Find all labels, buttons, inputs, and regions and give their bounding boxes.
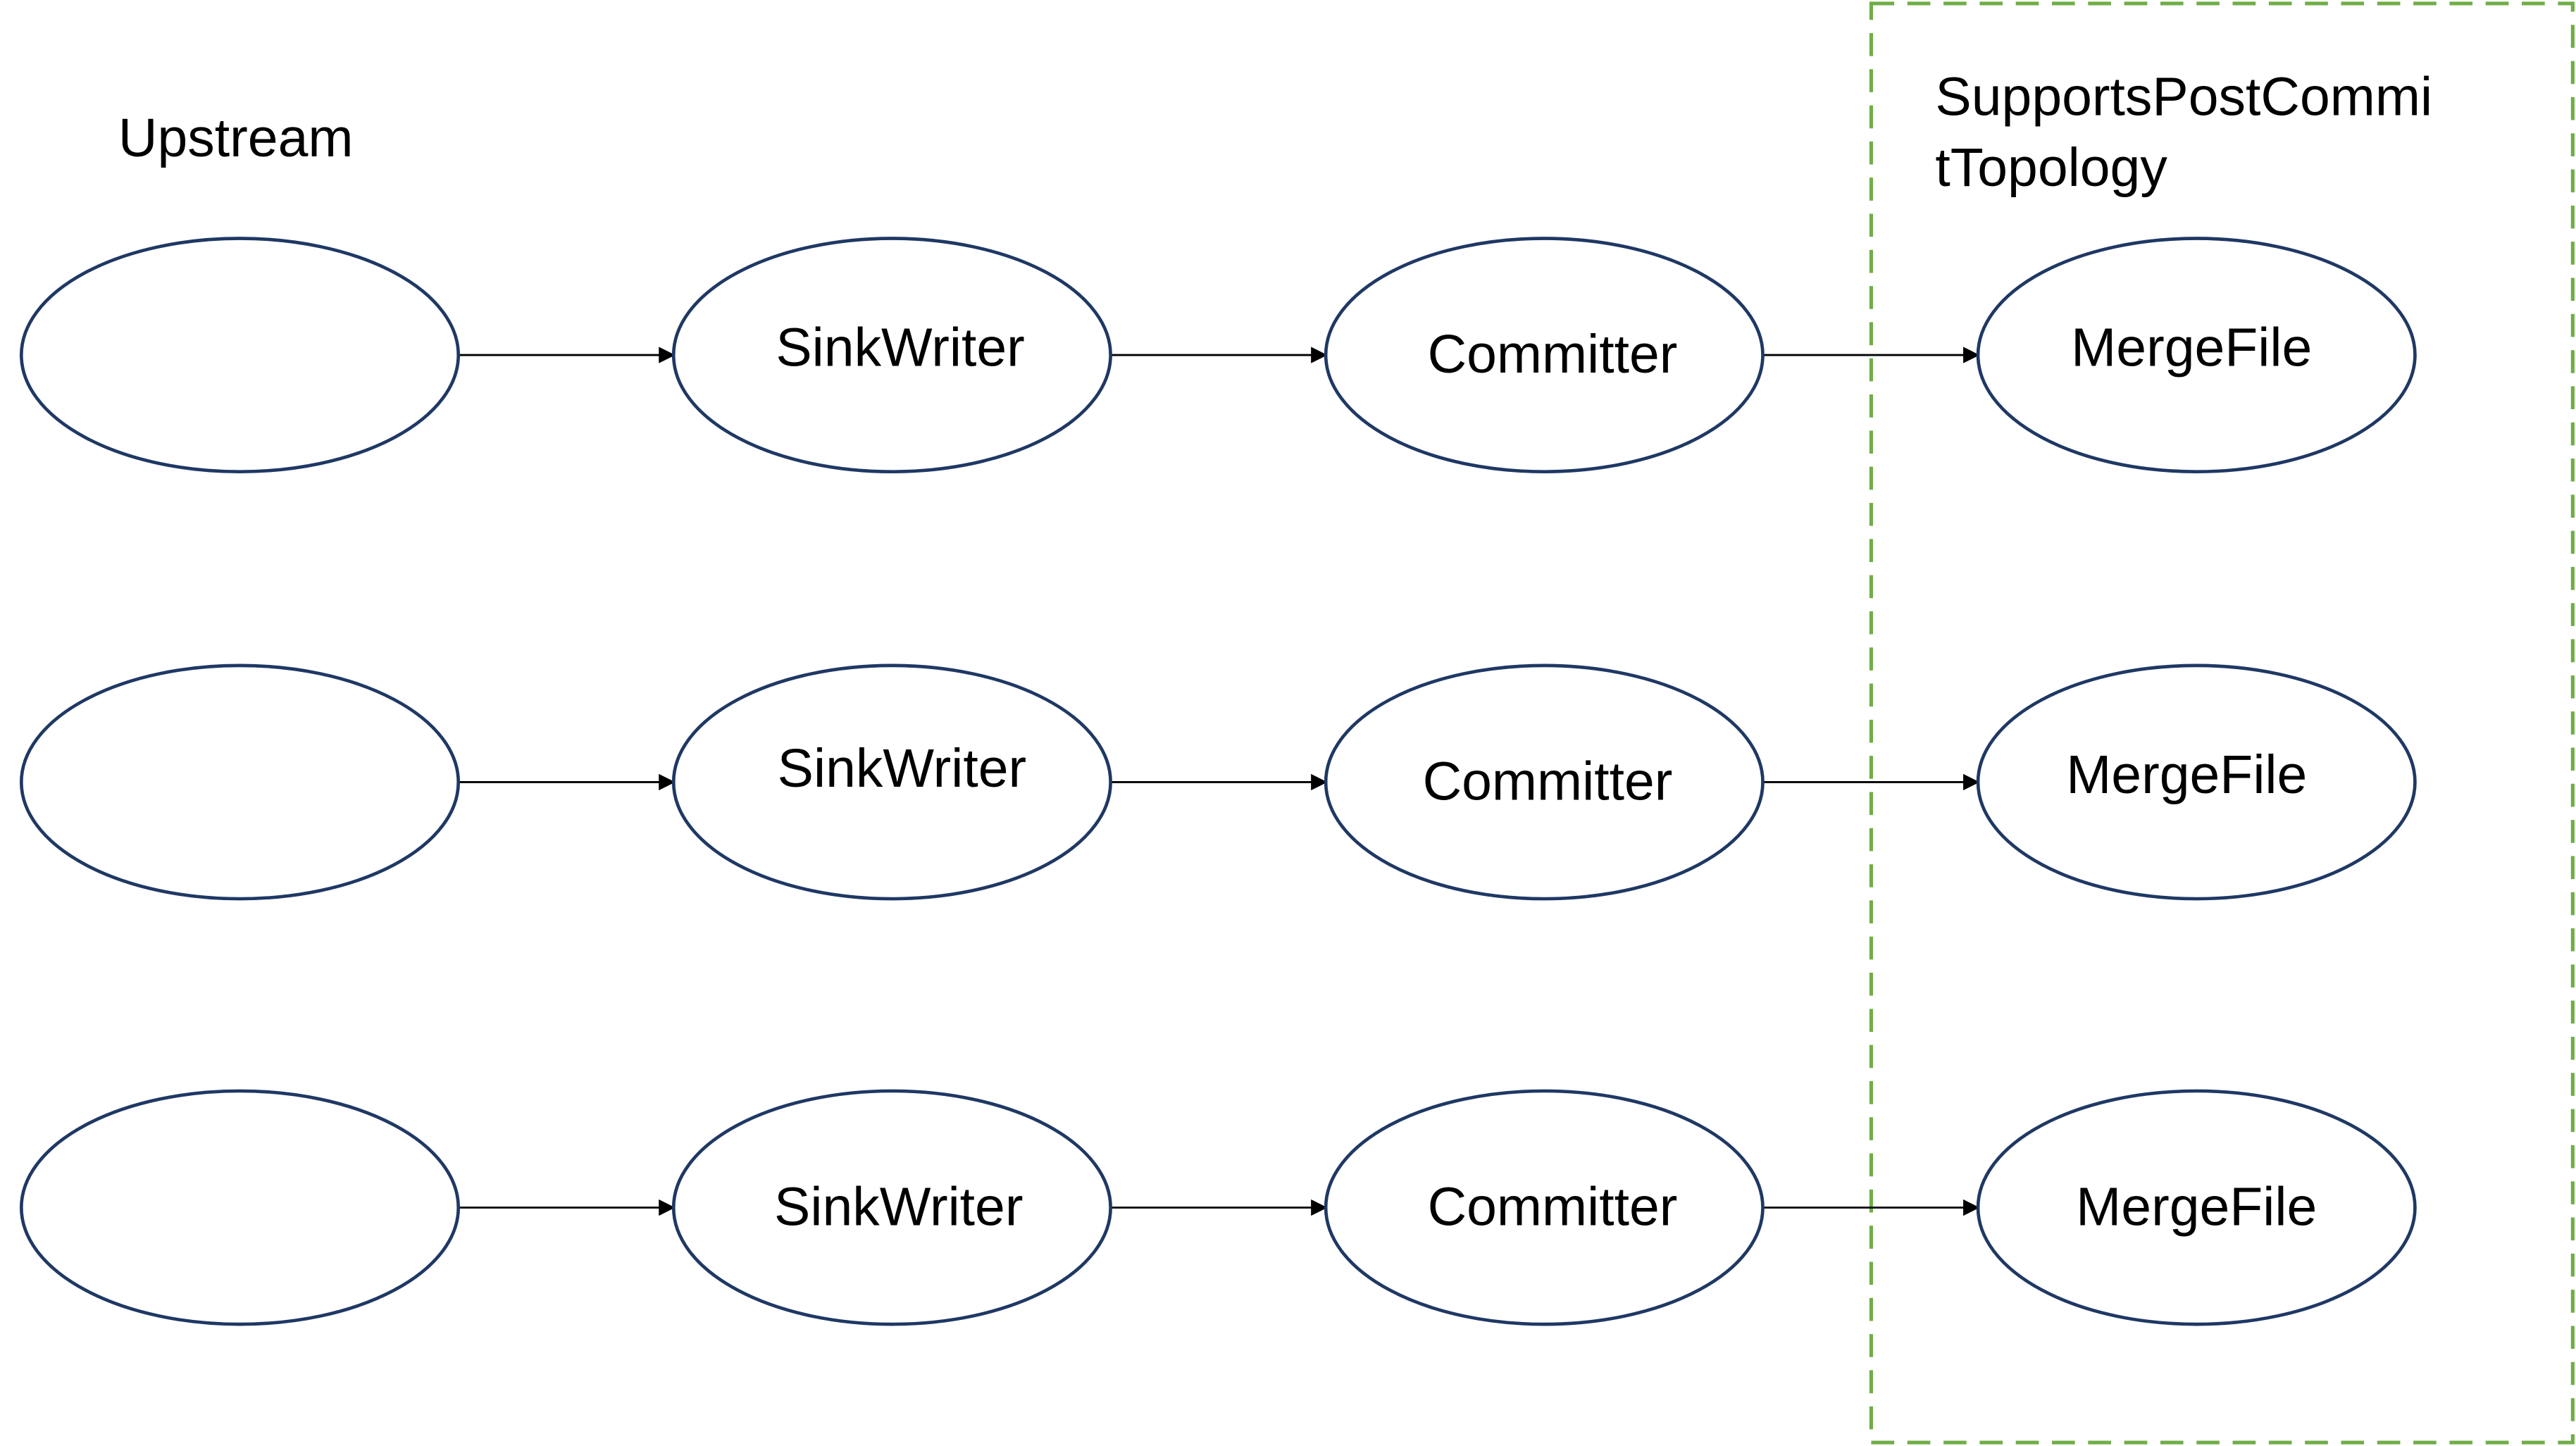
sinkwriter-label: SinkWriter xyxy=(774,1177,1023,1238)
mergefile-node xyxy=(1976,237,2417,473)
pipeline-row: SinkWriter Committer MergeFile xyxy=(19,1089,2417,1326)
sinkwriter-node xyxy=(671,1089,1112,1326)
upstream-node xyxy=(19,1089,461,1326)
pipeline-row: SinkWriter Committer MergeFile xyxy=(19,663,2417,901)
committer-label: Committer xyxy=(1423,751,1673,811)
group-title-line1: SupportsPostCommi xyxy=(1935,67,2432,127)
sinkwriter-label: SinkWriter xyxy=(776,318,1024,378)
upstream-node xyxy=(19,237,461,473)
committer-label: Committer xyxy=(1428,324,1678,385)
mergefile-label: MergeFile xyxy=(2071,318,2312,378)
committer-label: Committer xyxy=(1428,1177,1678,1238)
supports-post-commit-topology-group xyxy=(1869,1,2575,1445)
committer-node xyxy=(1324,237,1765,473)
committer-node xyxy=(1324,1089,1765,1326)
mergefile-node xyxy=(1976,1089,2417,1326)
sinkwriter-node xyxy=(671,663,1112,901)
upstream-node xyxy=(19,663,461,901)
pipeline-row: SinkWriter Committer MergeFile xyxy=(19,237,2417,473)
sinkwriter-node xyxy=(671,237,1112,473)
upstream-label: Upstream xyxy=(118,108,354,168)
mergefile-label: MergeFile xyxy=(2066,744,2307,805)
mergefile-node xyxy=(1976,663,2417,901)
group-title-line2: tTopology xyxy=(1935,137,2167,198)
mergefile-label: MergeFile xyxy=(2076,1177,2317,1238)
sinkwriter-label: SinkWriter xyxy=(778,738,1026,799)
committer-node xyxy=(1324,663,1765,901)
